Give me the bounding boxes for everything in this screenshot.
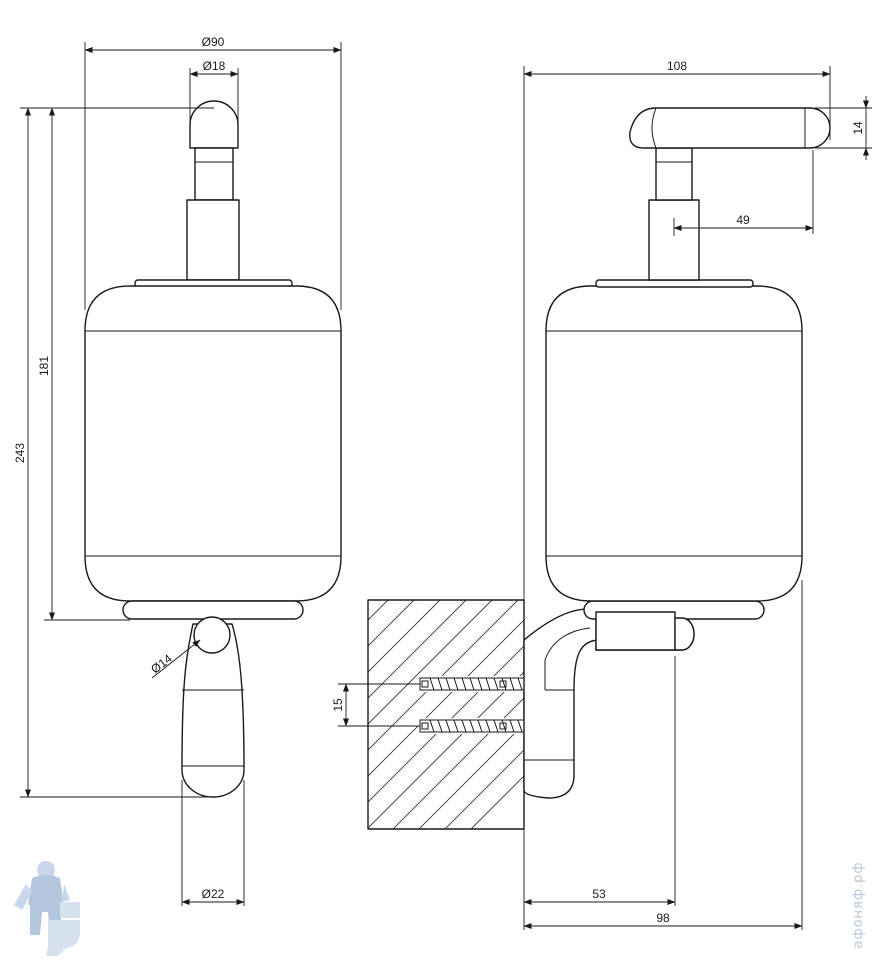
dim-side-total-width: 108 bbox=[667, 59, 687, 73]
watermark-logo: афоняф.рф bbox=[14, 861, 866, 956]
side-lever bbox=[629, 107, 831, 149]
side-view bbox=[367, 107, 831, 830]
dim-side-base-offset: 53 bbox=[592, 887, 606, 901]
dim-front-knob-diameter: Ø18 bbox=[203, 59, 226, 73]
front-body bbox=[84, 285, 342, 602]
front-dimensions: Ø90 Ø18 243 181 Ø14 Ø22 bbox=[13, 35, 342, 906]
side-body bbox=[545, 285, 803, 602]
side-neck-lower bbox=[648, 199, 700, 281]
dim-side-lever-thickness: 14 bbox=[851, 121, 865, 135]
front-neck-upper bbox=[194, 147, 234, 201]
dim-side-lever-reach: 49 bbox=[736, 213, 750, 227]
front-arm bbox=[181, 623, 245, 798]
side-neck-upper bbox=[655, 147, 693, 201]
front-neck-lower bbox=[186, 199, 240, 281]
watermark-text: афоняф.рф bbox=[851, 862, 866, 949]
dim-front-body-height: 181 bbox=[37, 356, 51, 376]
dim-front-total-height: 243 bbox=[13, 443, 27, 463]
front-view bbox=[84, 100, 342, 798]
side-dimensions: 108 14 49 15 53 98 bbox=[331, 59, 872, 930]
dim-side-anchor-spacing: 15 bbox=[331, 698, 345, 712]
dim-side-projection: 98 bbox=[656, 911, 670, 925]
front-base-ring bbox=[122, 600, 304, 620]
side-cap bbox=[595, 279, 754, 288]
dim-front-base-diameter: Ø22 bbox=[202, 887, 225, 901]
dim-front-body-diameter: Ø90 bbox=[202, 35, 225, 49]
dim-front-arm-diameter: Ø14 bbox=[148, 651, 175, 676]
